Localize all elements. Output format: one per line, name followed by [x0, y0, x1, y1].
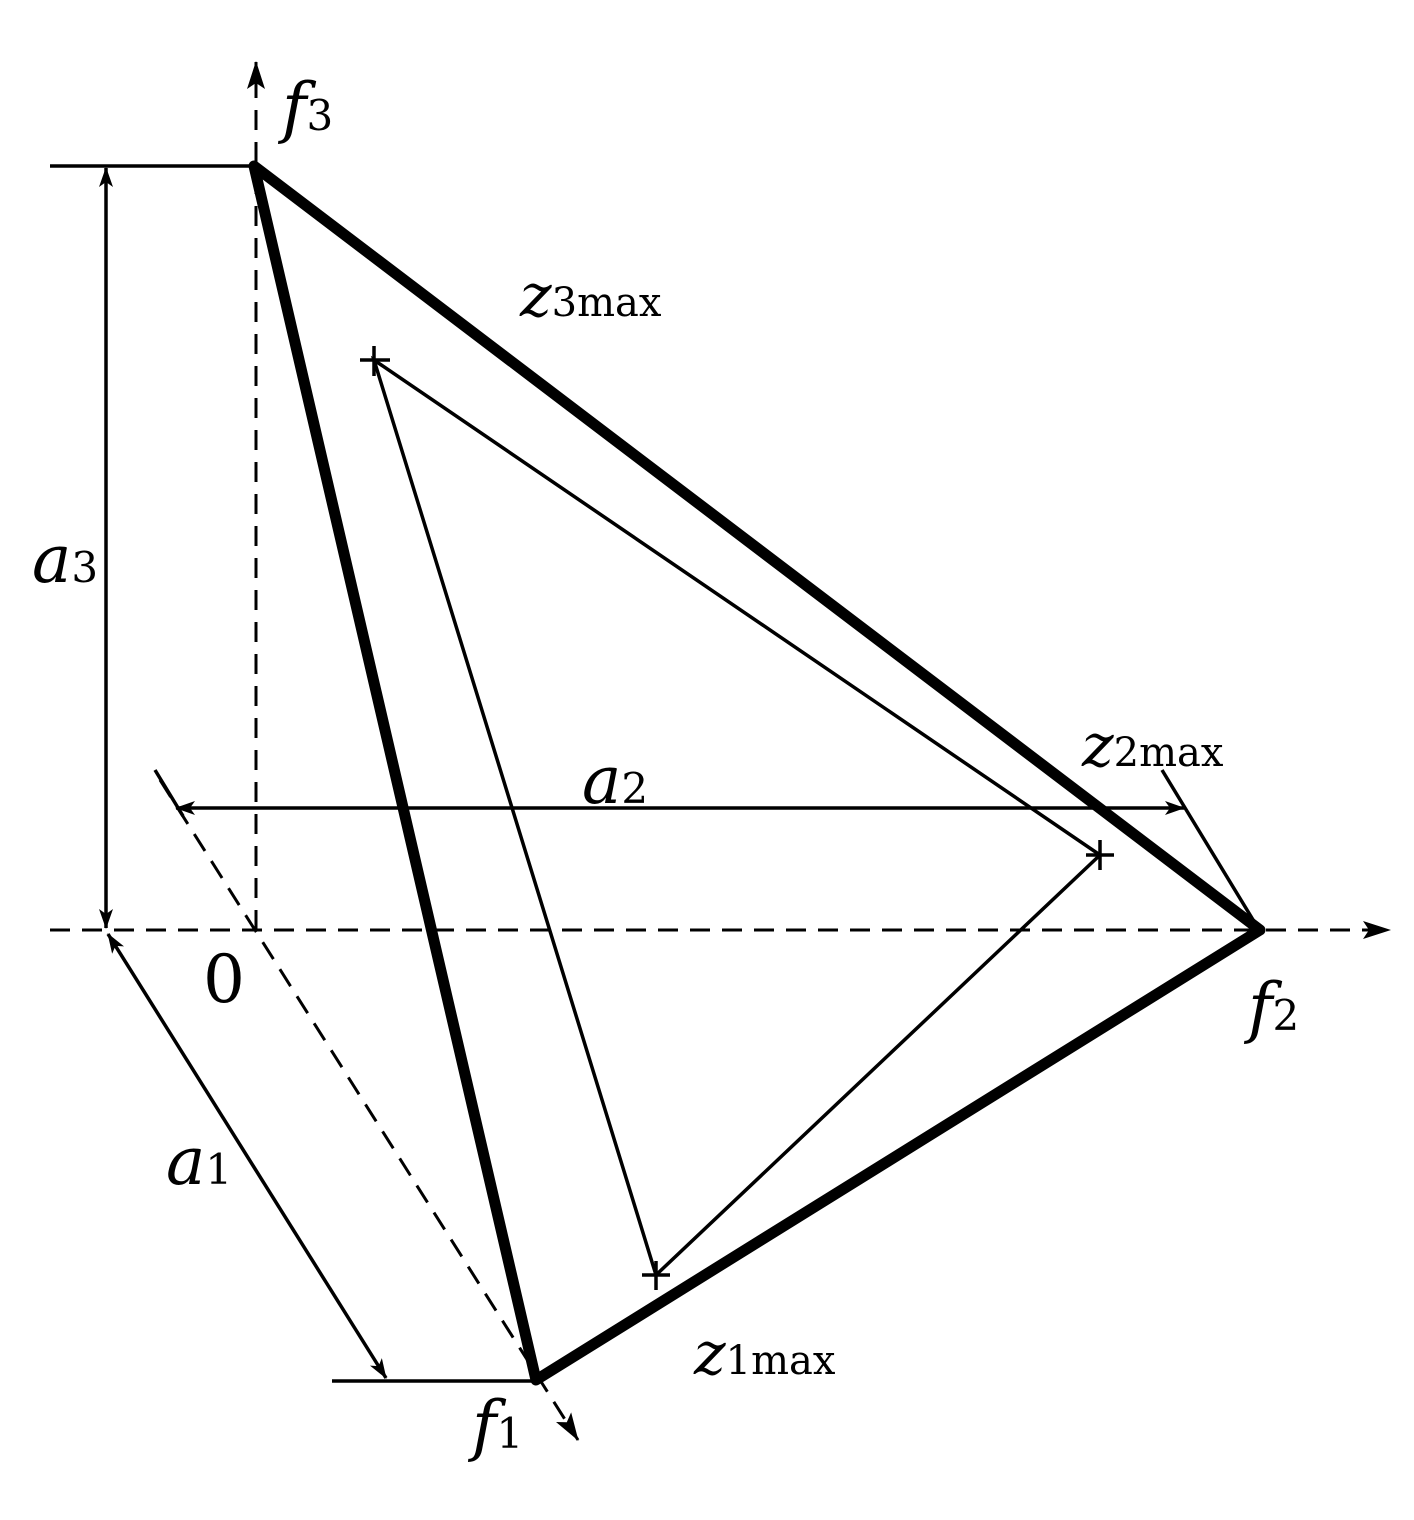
plus-marker-bottom — [642, 1261, 670, 1290]
a2-start-tick — [153, 769, 185, 817]
f2-label: f2 — [1243, 969, 1299, 1046]
a2-extension-line — [1160, 769, 1260, 929]
f3-label: f3 — [277, 69, 333, 146]
origin-label: 0 — [203, 941, 245, 1018]
plus-marker-right — [1086, 840, 1114, 870]
dimension-lines — [50, 164, 1260, 1383]
outer-triangle — [248, 160, 1266, 1386]
z1max-label: z1max — [693, 1319, 836, 1389]
f1-axis — [158, 779, 580, 1441]
z2max-label: z2max — [1081, 711, 1224, 781]
plus-markers — [360, 346, 1114, 1290]
plus-marker-top — [360, 346, 390, 376]
a1-label: a1 — [166, 1123, 232, 1200]
a1-dimension — [106, 933, 388, 1379]
f1-label: f1 — [467, 1387, 523, 1464]
a2-label: a2 — [582, 742, 648, 819]
z3max-label: z3max — [519, 261, 662, 331]
a3-label: a3 — [32, 521, 98, 598]
labels: f3 f2 f1 0 a3 a2 a1 z3max z2max z1max — [32, 69, 1299, 1464]
inner-triangle — [370, 355, 1103, 1279]
